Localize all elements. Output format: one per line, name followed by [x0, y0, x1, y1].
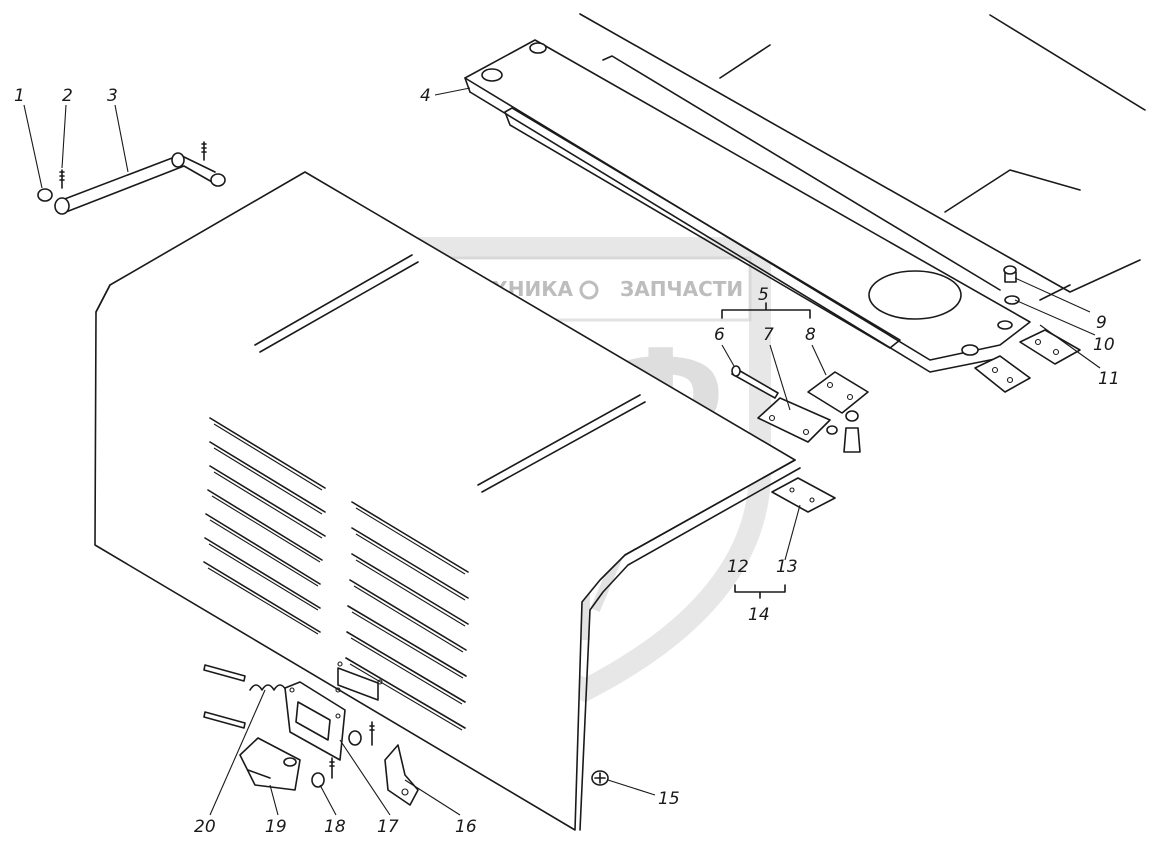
callout-7: 7	[763, 325, 774, 345]
callout-3: 3	[107, 86, 118, 106]
handle-rod	[37, 141, 226, 215]
callout-14-bracket	[734, 584, 786, 599]
latch-window	[337, 667, 379, 701]
callout-14: 14	[748, 605, 770, 625]
callout-15: 15	[658, 789, 680, 809]
callout-16: 16	[455, 817, 477, 837]
latch-bracket	[239, 737, 301, 791]
latch-spring	[249, 684, 287, 691]
callout-10: 10	[1093, 335, 1115, 355]
base-frame-rail	[464, 39, 1031, 373]
callout-4: 4	[420, 86, 431, 106]
leader-lines	[23, 87, 1101, 816]
callout-8: 8	[805, 325, 816, 345]
callout-2: 2	[62, 86, 73, 106]
callout-1: 1	[14, 86, 25, 106]
hinge-assembly	[731, 365, 869, 453]
callout-9: 9	[1096, 313, 1107, 333]
rail-bolt-and-washer	[1003, 265, 1020, 305]
callout-11: 11	[1098, 369, 1120, 389]
upper-panel	[579, 13, 1146, 301]
watermark-brand-right: ЗАПЧАСТИ	[620, 277, 743, 301]
watermark-gear-icon	[579, 280, 599, 300]
hinge-leaf-upper	[807, 371, 869, 414]
latch-parts	[203, 664, 609, 806]
hinge-leaf-lower	[757, 397, 831, 443]
callout-5: 5	[758, 285, 769, 305]
callout-5-bracket	[721, 302, 811, 319]
latch-hook	[384, 744, 419, 806]
callout-12: 12	[727, 557, 749, 577]
hinge-plate	[771, 477, 836, 513]
callout-6: 6	[714, 325, 725, 345]
engine-hood-cover	[94, 171, 801, 831]
callout-18: 18	[324, 817, 346, 837]
callout-labels: 1 2 3 4 5 6 7 8 9 10 11 12 13 14 15 16 1…	[14, 86, 1120, 837]
rail-hinge-brackets	[974, 329, 1081, 393]
right-vent-louvers	[345, 501, 469, 731]
callout-17: 17	[377, 817, 399, 837]
callout-20: 20	[194, 817, 216, 837]
callout-19: 19	[265, 817, 287, 837]
callout-13: 13	[776, 557, 798, 577]
left-vent-louvers	[203, 417, 326, 635]
